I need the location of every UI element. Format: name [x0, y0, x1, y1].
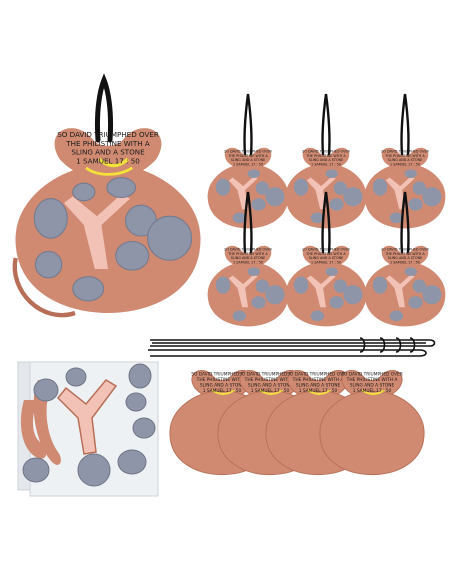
verse-line-4: 1 SAMUEL 17 : 50: [76, 156, 140, 165]
verse-line-1: SO DAVID TRIUMPHED OVER: [224, 248, 272, 252]
verse-line-2: THE PHILISTINE WITH A: [292, 377, 344, 383]
verse-line-1: SO DAVID TRIUMPHED OVER: [224, 150, 272, 154]
verse-line-4: 1 SAMUEL 17 : 50: [353, 388, 392, 394]
verse-line-2: THE PHILISTINE WITH A: [305, 252, 346, 256]
verse-line-3: SLING AND A STONE: [309, 158, 343, 162]
verse-line-4: 1 SAMUEL 17 : 50: [390, 261, 420, 265]
slingshot-icon: [228, 176, 258, 210]
felt-stone-icon: [22, 363, 156, 487]
verse-line-1: SO DAVID TRIUMPHED OVER: [341, 371, 403, 377]
verse-line-3: SLING AND A STONE: [71, 148, 145, 157]
verse-line-1: SO DAVID TRIUMPHED OVER: [239, 371, 301, 377]
slingshot-icon: [306, 274, 336, 308]
felt-sheets: [17, 361, 159, 497]
verse-line-1: SO DAVID TRIUMPHED OVER: [381, 248, 429, 252]
verse-line-2: THE PHILISTINE WITH A: [384, 154, 425, 158]
verse-line-1: SO DAVID TRIUMPHED OVER: [57, 130, 159, 139]
verse-line-2: THE PHILISTINE WITH A: [65, 139, 150, 148]
verse-line-4: 1 SAMUEL 17 : 50: [299, 388, 338, 394]
verse-line-4: 1 SAMUEL 17 : 50: [233, 163, 263, 167]
cord-bundle: [148, 337, 436, 357]
small-ornament: SO DAVID TRIUMPHED OVER THE PHILISTINE W…: [207, 93, 289, 229]
verse-line-3: SLING AND A STONE: [350, 383, 395, 389]
verse-line-2: THE PHILISTINE WITH A: [384, 252, 425, 256]
slingshot-icon: [385, 176, 415, 210]
verse-line-2: THE PHILISTINE WITH A: [227, 154, 268, 158]
verse-line-2: THE PHILISTINE WITH A: [196, 377, 248, 383]
verse-line-3: SLING AND A STONE: [200, 383, 245, 389]
verse-line-2: THE PHILISTINE WITH A: [227, 252, 268, 256]
pouch-backs-stack: SO DAVID TRIUMPHED OVER THE PHILISTINE W…: [169, 369, 425, 476]
verse-line-3: SLING AND A STONE: [296, 383, 341, 389]
verse-line-4: 1 SAMUEL 17 : 50: [233, 261, 263, 265]
verse-line-2: THE PHILISTINE WITH A: [244, 377, 296, 383]
slingshot-icon: [64, 194, 130, 269]
small-ornament: SO DAVID TRIUMPHED OVER THE PHILISTINE W…: [207, 191, 289, 327]
featured-ornament: SO DAVID TRIUMPHED OVER THE PHILISTINE W…: [12, 73, 201, 318]
verse-line-3: SLING AND A STONE: [309, 256, 343, 260]
slingshot-icon: [306, 176, 336, 210]
slingshot-icon: [228, 274, 258, 308]
verse-line-1: SO DAVID TRIUMPHED OVER: [302, 248, 350, 252]
verse-line-1: SO DAVID TRIUMPHED OVER: [302, 150, 350, 154]
verse-line-3: SLING AND A STONE: [231, 256, 265, 260]
small-ornaments-grid: SO DAVID TRIUMPHED OVER THE PHILISTINE W…: [207, 93, 446, 327]
verse-line-3: SLING AND A STONE: [248, 383, 293, 389]
slingshot-icon: [385, 274, 415, 308]
small-ornament: SO DAVID TRIUMPHED OVER THE PHILISTINE W…: [364, 191, 446, 327]
verse-line-3: SLING AND A STONE: [231, 158, 265, 162]
slingshot-icon: [56, 379, 118, 455]
verse-line-1: SO DAVID TRIUMPHED OVER: [191, 371, 253, 377]
small-ornament: SO DAVID TRIUMPHED OVER THE PHILISTINE W…: [285, 191, 367, 327]
small-ornament: SO DAVID TRIUMPHED OVER THE PHILISTINE W…: [364, 93, 446, 229]
verse-line-4: 1 SAMUEL 17 : 50: [311, 163, 341, 167]
felt-stone-icon: [33, 177, 193, 302]
verse-line-3: SLING AND A STONE: [388, 158, 422, 162]
verse-line-4: 1 SAMUEL 17 : 50: [311, 261, 341, 265]
hanging-cord-icon: [95, 73, 113, 143]
small-ornament: SO DAVID TRIUMPHED OVER THE PHILISTINE W…: [285, 93, 367, 229]
verse-line-3: SLING AND A STONE: [388, 256, 422, 260]
verse-line-4: 1 SAMUEL 17 : 50: [390, 163, 420, 167]
verse-line-4: 1 SAMUEL 17 : 50: [203, 388, 242, 394]
verse-line-2: THE PHILISTINE WITH A: [305, 154, 346, 158]
verse-line-1: SO DAVID TRIUMPHED OVER: [287, 371, 349, 377]
verse-line-2: THE PHILISTINE WITH A: [346, 377, 398, 383]
verse-line-4: 1 SAMUEL 17 : 50: [251, 388, 290, 394]
verse-line-1: SO DAVID TRIUMPHED OVER: [381, 150, 429, 154]
